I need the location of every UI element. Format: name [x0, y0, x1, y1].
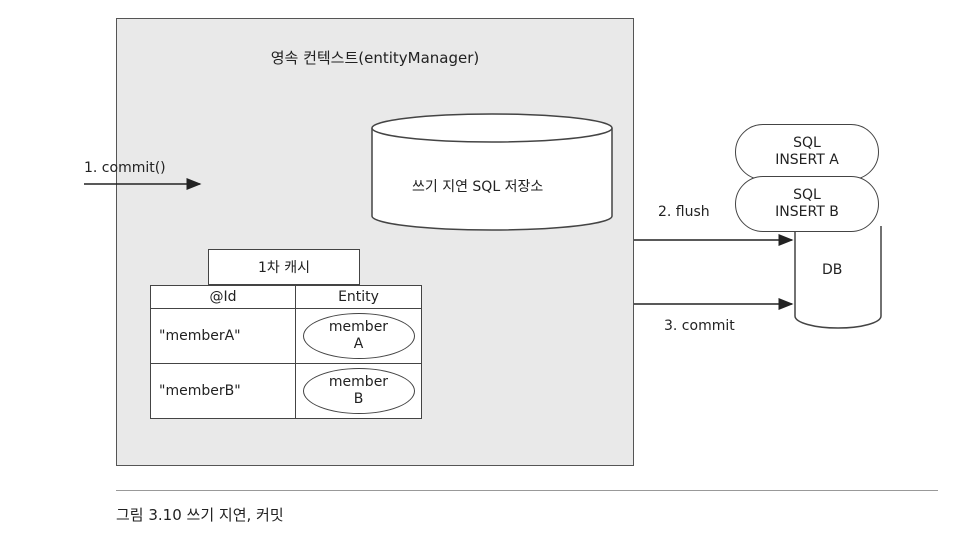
sql-store-label: 쓰기 지연 SQL 저장소	[412, 179, 544, 195]
first-level-cache-table: @Id Entity "memberA" member A "memberB" …	[150, 285, 422, 419]
commit-out-label: 3. commit	[664, 318, 735, 334]
db-cylinder	[794, 226, 882, 329]
db-label: DB	[822, 262, 843, 278]
entity-ellipse: member A	[302, 313, 415, 359]
cache-row-entity: member B	[295, 363, 422, 419]
sql-insert-a-pill: SQL INSERT A	[735, 124, 879, 180]
sql-insert-a-line1: SQL	[793, 135, 821, 151]
sql-insert-b-pill: SQL INSERT B	[735, 176, 879, 232]
entity-line1: member	[328, 319, 389, 335]
cache-header-id: @Id	[150, 285, 296, 309]
entity-line2: B	[353, 391, 364, 407]
entity-ellipse: member B	[302, 368, 415, 414]
entity-line2: A	[353, 336, 364, 352]
cache-row-id: "memberB"	[150, 363, 296, 419]
first-level-cache-title: 1차 캐시	[208, 249, 360, 285]
cache-row: "memberB" member B	[150, 363, 422, 419]
cache-header-row: @Id Entity	[150, 285, 422, 309]
cache-row-entity: member A	[295, 308, 422, 364]
caption-rule	[116, 490, 938, 491]
sql-insert-a-line2: INSERT A	[775, 152, 839, 168]
cache-header-entity: Entity	[295, 285, 422, 309]
sql-insert-b-line2: INSERT B	[775, 204, 839, 220]
persistence-context-title: 영속 컨텍스트(entityManager)	[270, 49, 480, 67]
flush-label: 2. flush	[658, 204, 710, 220]
cache-row: "memberA" member A	[150, 308, 422, 364]
cache-row-id: "memberA"	[150, 308, 296, 364]
figure-caption: 그림 3.10 쓰기 지연, 커밋	[116, 506, 284, 524]
commit-in-label: 1. commit()	[84, 160, 166, 176]
sql-store-cylinder	[371, 113, 613, 231]
entity-line1: member	[328, 374, 389, 390]
sql-insert-b-line1: SQL	[793, 187, 821, 203]
